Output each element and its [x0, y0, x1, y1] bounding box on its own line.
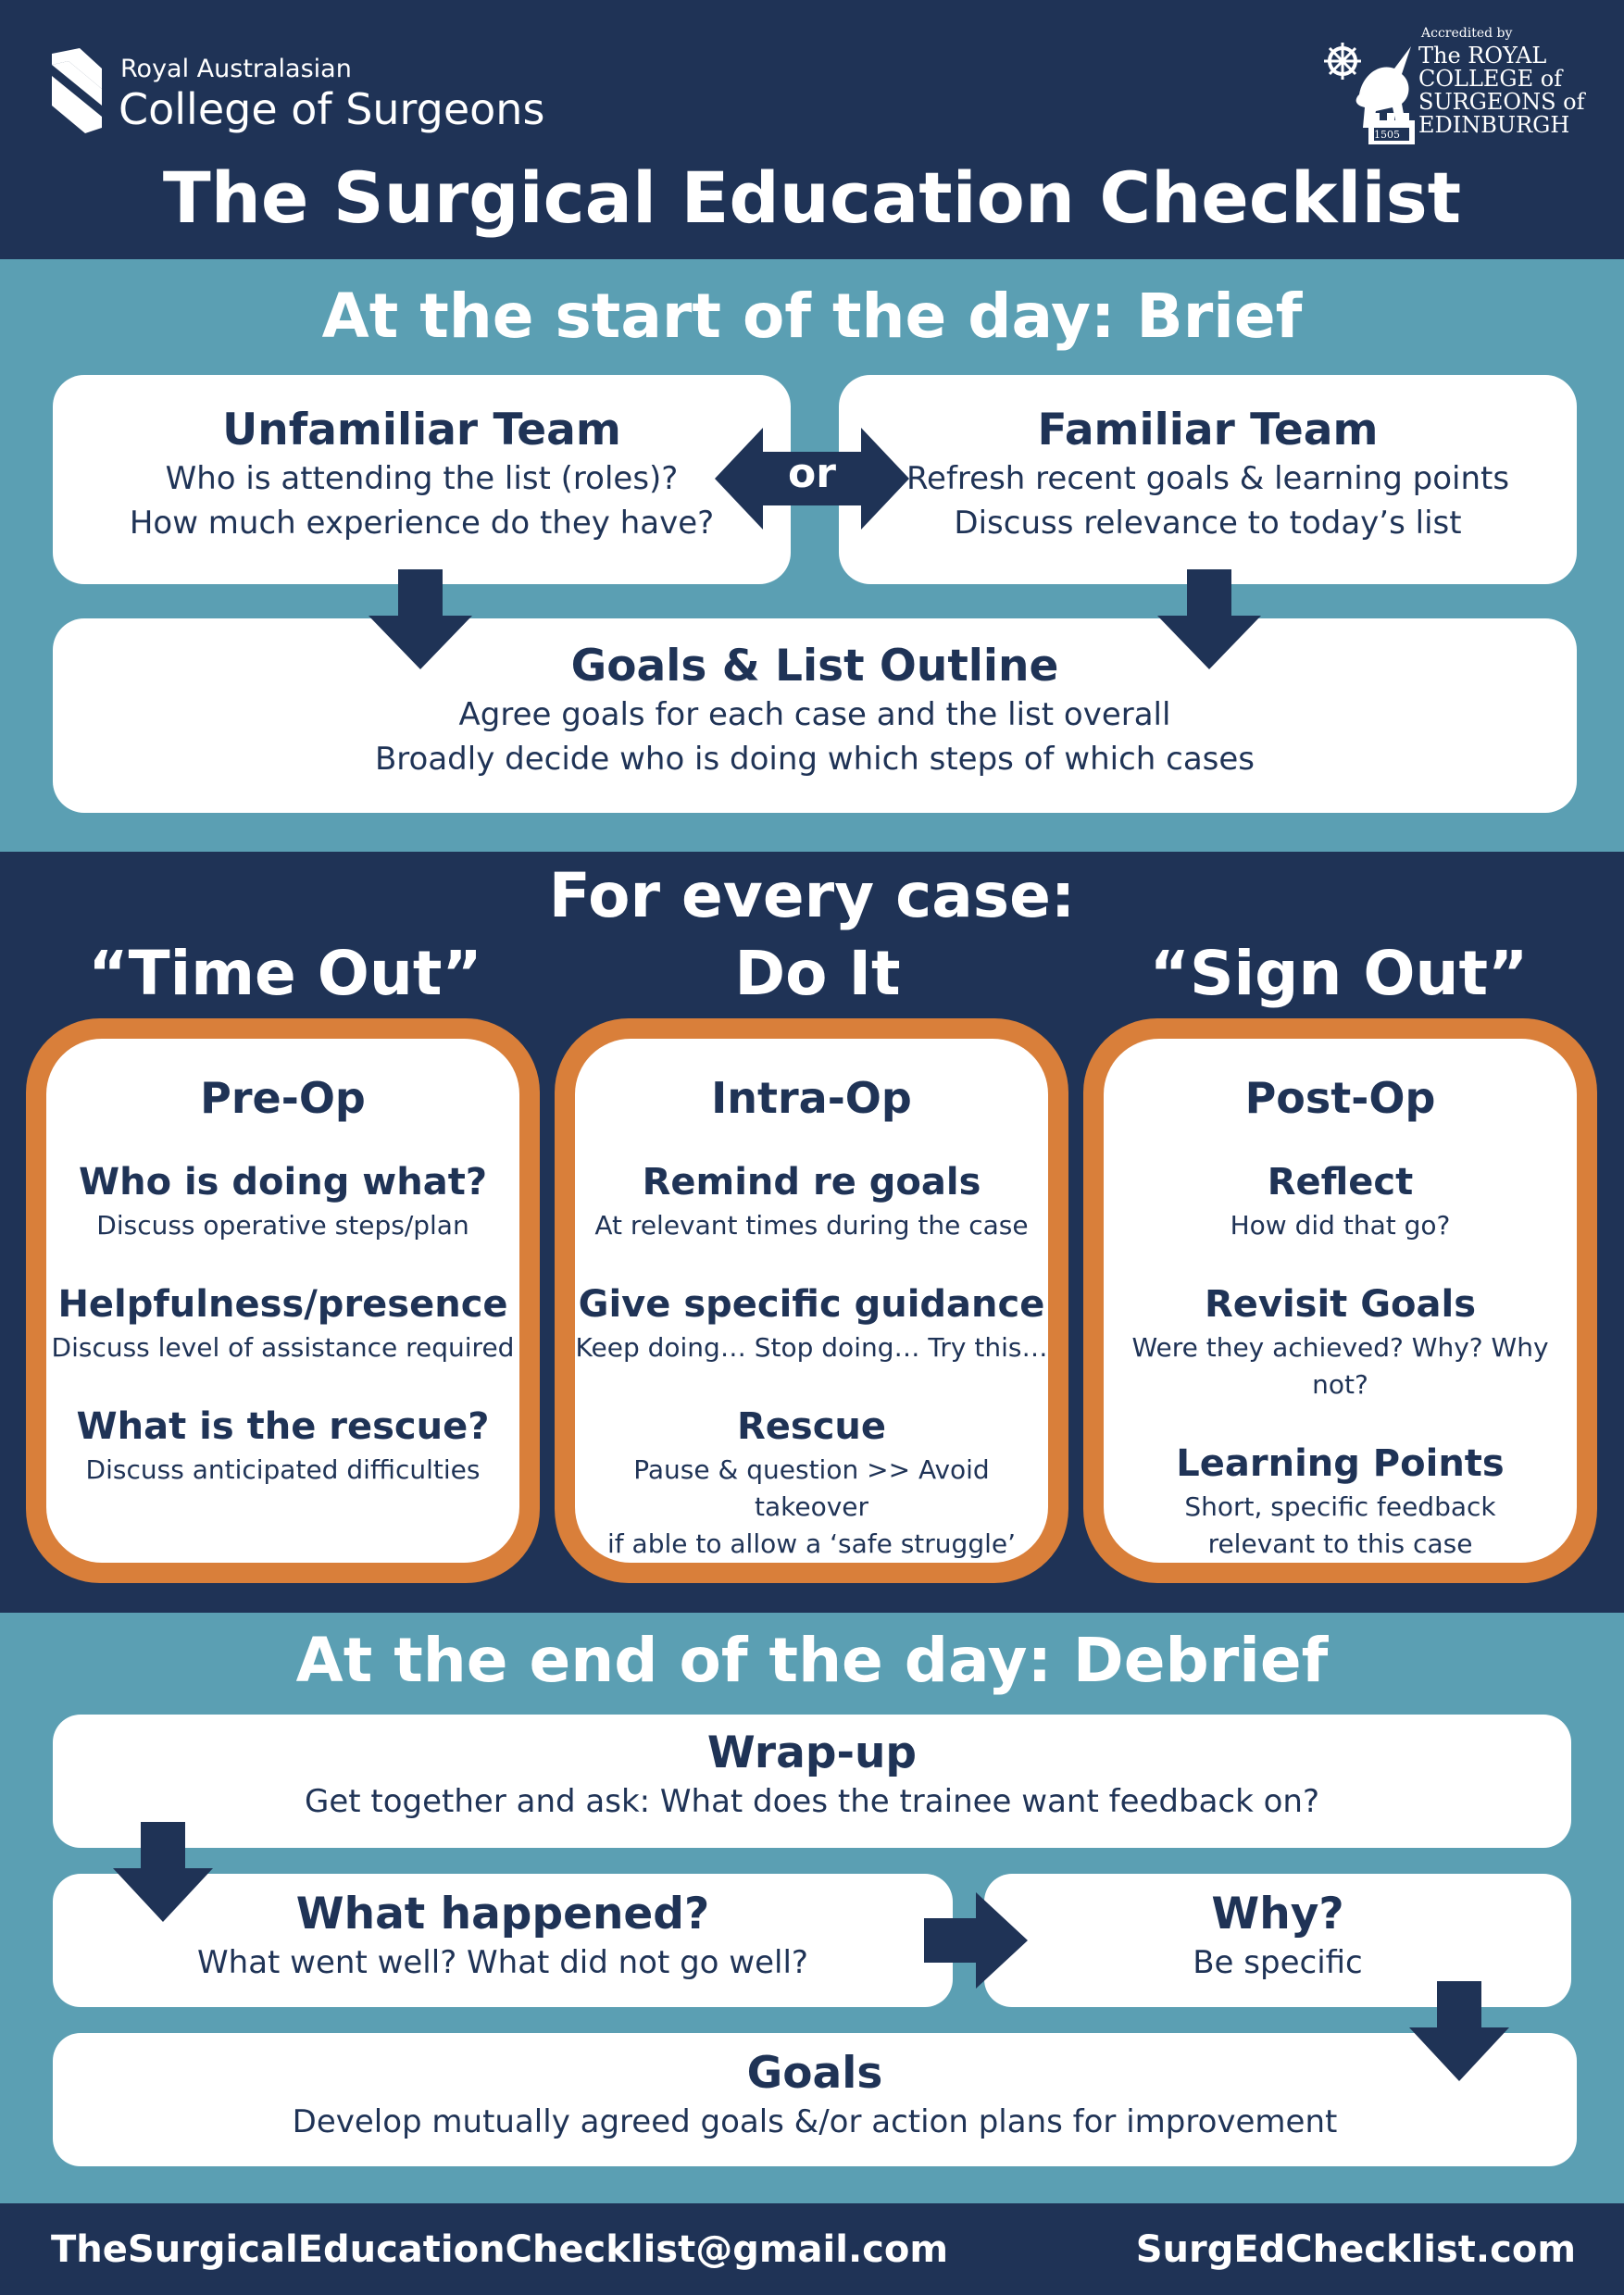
header: Royal Australasian College of Surgeons 1…	[0, 0, 1624, 259]
rcse-accredited: Accredited by	[1421, 26, 1513, 41]
what-happened-card: What happened? What went well? What did …	[53, 1874, 953, 2007]
wrapup-heading: Wrap-up	[706, 1727, 918, 1778]
item-text: Keep doing… Stop doing… Try this…	[575, 1332, 1048, 1363]
item-heading: Who is doing what?	[78, 1161, 488, 1204]
item-text: Were they achieved? Why? Why not?	[1131, 1332, 1549, 1400]
down-arrow-icon	[1157, 569, 1261, 669]
why-card: Why? Be specific	[984, 1874, 1571, 2007]
or-label: or	[788, 450, 836, 497]
intra-op-title: Intra-Op	[711, 1073, 912, 1123]
item-heading: Remind re goals	[642, 1161, 981, 1204]
pre-op-title: Pre-Op	[200, 1073, 366, 1123]
footer-email[interactable]: TheSurgicalEducationChecklist@gmail.com	[51, 2228, 949, 2271]
familiar-team-line2: Discuss relevance to today’s list	[954, 505, 1462, 542]
checklist-item: Who is doing what? Discuss operative ste…	[46, 1159, 519, 1244]
goals-outline-card: Goals & List Outline Agree goals for eac…	[53, 618, 1577, 813]
racs-small-text: Royal Australasian	[120, 55, 352, 83]
item-heading: Reflect	[1267, 1161, 1414, 1204]
goals-heading: Goals	[746, 2048, 883, 2099]
down-arrow-icon	[369, 569, 472, 669]
checklist-item: Remind re goals At relevant times during…	[575, 1159, 1048, 1244]
do-it-title: Do It	[734, 938, 901, 1009]
item-heading: Helpfulness/presence	[57, 1283, 508, 1326]
down-arrow-icon	[1409, 1981, 1509, 2081]
post-op-title: Post-Op	[1244, 1073, 1436, 1123]
item-heading: Give specific guidance	[578, 1283, 1045, 1326]
checklist-item: Revisit Goals Were they achieved? Why? W…	[1104, 1281, 1577, 1403]
familiar-team-heading: Familiar Team	[1037, 405, 1379, 455]
sign-out-title: “Sign Out”	[1149, 938, 1529, 1009]
what-happened-heading: What happened?	[295, 1889, 710, 1940]
item-heading: Revisit Goals	[1204, 1283, 1477, 1326]
goals-outline-line1: Agree goals for each case and the list o…	[458, 696, 1171, 733]
unfamiliar-team-line2: How much experience do they have?	[129, 505, 715, 542]
double-arrow-icon	[715, 428, 909, 530]
right-arrow-icon	[924, 1892, 1028, 1989]
familiar-team-line1: Refresh recent goals & learning points	[906, 460, 1510, 497]
goals-text: Develop mutually agreed goals &/or actio…	[292, 2103, 1338, 2140]
checklist-item: Learning Points Short, specific feedback…	[1104, 1441, 1577, 1563]
item-text-line2: if able to allow a ‘safe struggle’	[607, 1528, 1016, 1559]
footer-website[interactable]: SurgEdChecklist.com	[1135, 2228, 1576, 2271]
wrapup-card: Wrap-up Get together and ask: What does …	[53, 1715, 1571, 1848]
item-text-line1: Pause & question >> Avoid takeover	[633, 1454, 990, 1522]
unfamiliar-team-heading: Unfamiliar Team	[222, 405, 621, 455]
rcse-line2: COLLEGE of	[1418, 66, 1563, 92]
item-text: At relevant times during the case	[594, 1210, 1029, 1241]
why-heading: Why?	[1211, 1889, 1344, 1940]
item-heading: Learning Points	[1176, 1442, 1505, 1485]
goals-outline-heading: Goals & List Outline	[570, 641, 1059, 692]
item-text: Short, specific feedback relevant to this…	[1104, 1489, 1577, 1563]
checklist-item: Reflect How did that go?	[1104, 1159, 1577, 1244]
intra-op-card: Intra-Op Remind re goals At relevant tim…	[555, 1018, 1068, 1583]
unfamiliar-team-line1: Who is attending the list (roles)?	[165, 460, 679, 497]
checklist-item: Give specific guidance Keep doing… Stop …	[575, 1281, 1048, 1366]
item-text: How did that go?	[1230, 1210, 1451, 1241]
unfamiliar-team-card: Unfamiliar Team Who is attending the lis…	[53, 375, 791, 584]
what-happened-text: What went well? What did not go well?	[197, 1944, 808, 1981]
item-text: Pause & question >> Avoid takeover if abl…	[575, 1452, 1048, 1563]
page-title: The Surgical Education Checklist	[162, 156, 1462, 239]
rcse-crest-icon	[1324, 43, 1415, 144]
rcse-line1: The ROYAL	[1418, 43, 1547, 69]
item-heading: Rescue	[736, 1405, 887, 1448]
brief-title: At the start of the day: Brief	[321, 281, 1303, 352]
item-heading: What is the rescue?	[76, 1405, 490, 1448]
down-arrow-icon	[113, 1822, 213, 1922]
post-op-card: Post-Op Reflect How did that go? Revisit…	[1083, 1018, 1597, 1583]
goals-card: Goals Develop mutually agreed goals &/or…	[53, 2033, 1577, 2166]
why-text: Be specific	[1193, 1944, 1363, 1981]
pre-op-card: Pre-Op Who is doing what? Discuss operat…	[26, 1018, 540, 1583]
familiar-team-card: Familiar Team Refresh recent goals & lea…	[839, 375, 1577, 584]
rcse-name: The ROYAL COLLEGE of SURGEONS of EDINBUR…	[1418, 44, 1585, 137]
racs-large-text: College of Surgeons	[119, 84, 545, 134]
checklist-item: Rescue Pause & question >> Avoid takeove…	[575, 1403, 1048, 1563]
checklist-item: Helpfulness/presence Discuss level of as…	[46, 1281, 519, 1366]
rcse-line3: SURGEONS of	[1418, 89, 1585, 115]
time-out-title: “Time Out”	[88, 938, 482, 1009]
every-case-title: For every case:	[548, 860, 1076, 931]
item-text: Discuss level of assistance required	[51, 1332, 515, 1363]
item-text-line1: Short, specific feedback	[1184, 1491, 1496, 1522]
goals-outline-line2: Broadly decide who is doing which steps …	[374, 741, 1255, 778]
item-text-line2: relevant to this case	[1207, 1528, 1473, 1559]
checklist-item: What is the rescue? Discuss anticipated …	[46, 1403, 519, 1489]
item-text: Discuss operative steps/plan	[96, 1210, 469, 1241]
item-text: Discuss anticipated difficulties	[85, 1454, 481, 1485]
debrief-title: At the end of the day: Debrief	[295, 1625, 1329, 1696]
rcse-year: 1505	[1374, 129, 1400, 141]
wrapup-text: Get together and ask: What does the trai…	[305, 1783, 1319, 1820]
racs-logo-icon	[52, 48, 102, 133]
rcse-line4: EDINBURGH	[1418, 112, 1570, 138]
